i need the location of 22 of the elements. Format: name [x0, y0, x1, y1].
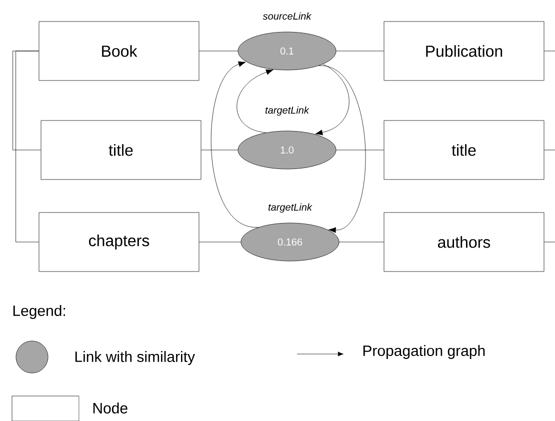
class-box: authors	[384, 212, 544, 272]
class-box: title	[384, 120, 544, 180]
legend-text: Node	[93, 402, 128, 414]
link-label: targetLink	[266, 106, 310, 116]
legend-heading: Legend:	[13, 305, 66, 319]
arrow	[318, 66, 366, 233]
legend-text: Propagation graph	[363, 345, 485, 359]
connector-line	[199, 50, 238, 52]
class-box: chapters	[38, 212, 200, 272]
connector-line	[16, 50, 39, 242]
connector-line	[544, 50, 555, 52]
connector-line	[336, 50, 384, 52]
link-label: sourceLink	[262, 12, 312, 20]
arrow	[315, 64, 350, 136]
class-box: title	[40, 120, 202, 180]
legend-text: Link with similarity	[75, 351, 195, 365]
link-label: targetLink	[268, 203, 312, 213]
class-box: Book	[38, 21, 200, 81]
arrow	[211, 61, 259, 228]
connector-line	[12, 50, 41, 150]
arrow	[236, 69, 274, 133]
class-box: Publication	[384, 21, 544, 81]
